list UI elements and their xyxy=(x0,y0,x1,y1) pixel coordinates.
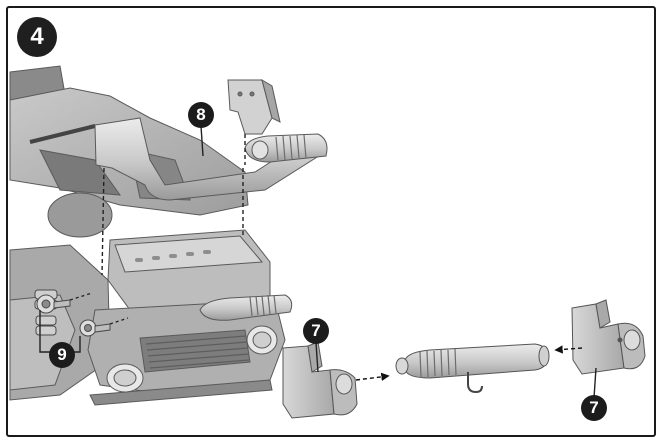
callout-bracket-left-7: 7 xyxy=(303,318,329,344)
step-number-badge: 4 xyxy=(17,17,57,57)
screw-dashes xyxy=(69,292,129,325)
winch-assembly-part xyxy=(395,343,550,394)
callout-leaders xyxy=(200,125,597,399)
alignment-dashes xyxy=(101,134,246,276)
bumper-bar-part xyxy=(94,78,328,201)
callout-bracket-right-7: 7 xyxy=(581,395,607,421)
vehicle-chassis xyxy=(9,65,293,406)
assembly-arrows xyxy=(355,345,583,382)
bracket-left-part xyxy=(282,341,358,419)
callout-screws-9: 9 xyxy=(49,342,75,368)
callout-bumper-8: 8 xyxy=(188,102,214,128)
screw-parts xyxy=(34,289,111,337)
bracket-right-part xyxy=(571,299,646,375)
